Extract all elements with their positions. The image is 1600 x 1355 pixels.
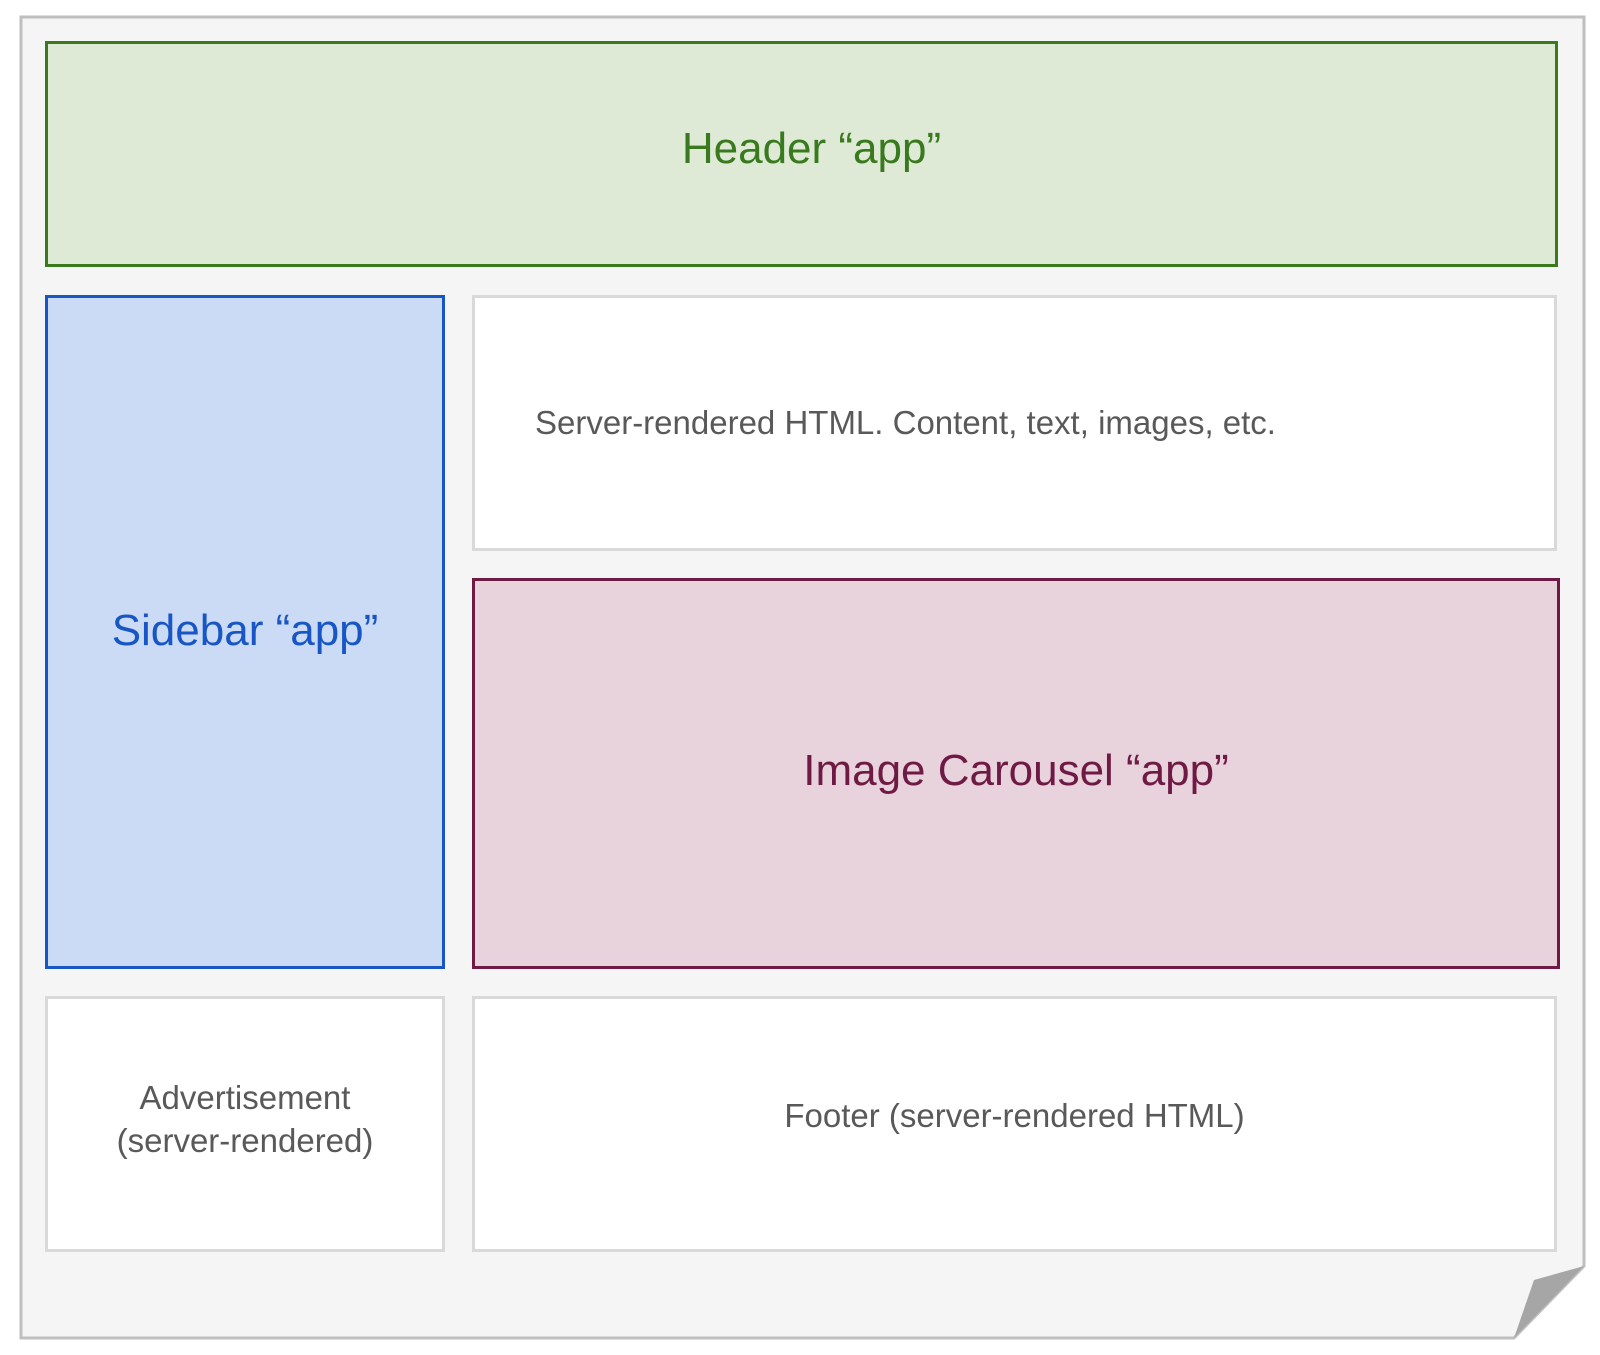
sidebar-app-region: Sidebar “app” bbox=[45, 295, 445, 969]
advertisement-region: Advertisement (server-rendered) bbox=[45, 996, 445, 1252]
footer-label: Footer (server-rendered HTML) bbox=[784, 1097, 1245, 1134]
header-app-label: Header “app” bbox=[681, 124, 942, 173]
server-rendered-content-label: Server-rendered HTML. Content, text, ima… bbox=[535, 404, 1276, 441]
header-app-region: Header “app” bbox=[45, 41, 1558, 267]
image-carousel-app-region: Image Carousel “app” bbox=[472, 578, 1560, 969]
server-rendered-content-region: Server-rendered HTML. Content, text, ima… bbox=[472, 295, 1557, 551]
footer-region: Footer (server-rendered HTML) bbox=[472, 996, 1557, 1252]
advertisement-sublabel: (server-rendered) bbox=[116, 1122, 374, 1159]
advertisement-label: Advertisement bbox=[139, 1079, 351, 1116]
image-carousel-app-label: Image Carousel “app” bbox=[803, 745, 1229, 795]
page-fold-corner bbox=[1514, 1266, 1584, 1338]
sidebar-app-label: Sidebar “app” bbox=[111, 606, 379, 655]
